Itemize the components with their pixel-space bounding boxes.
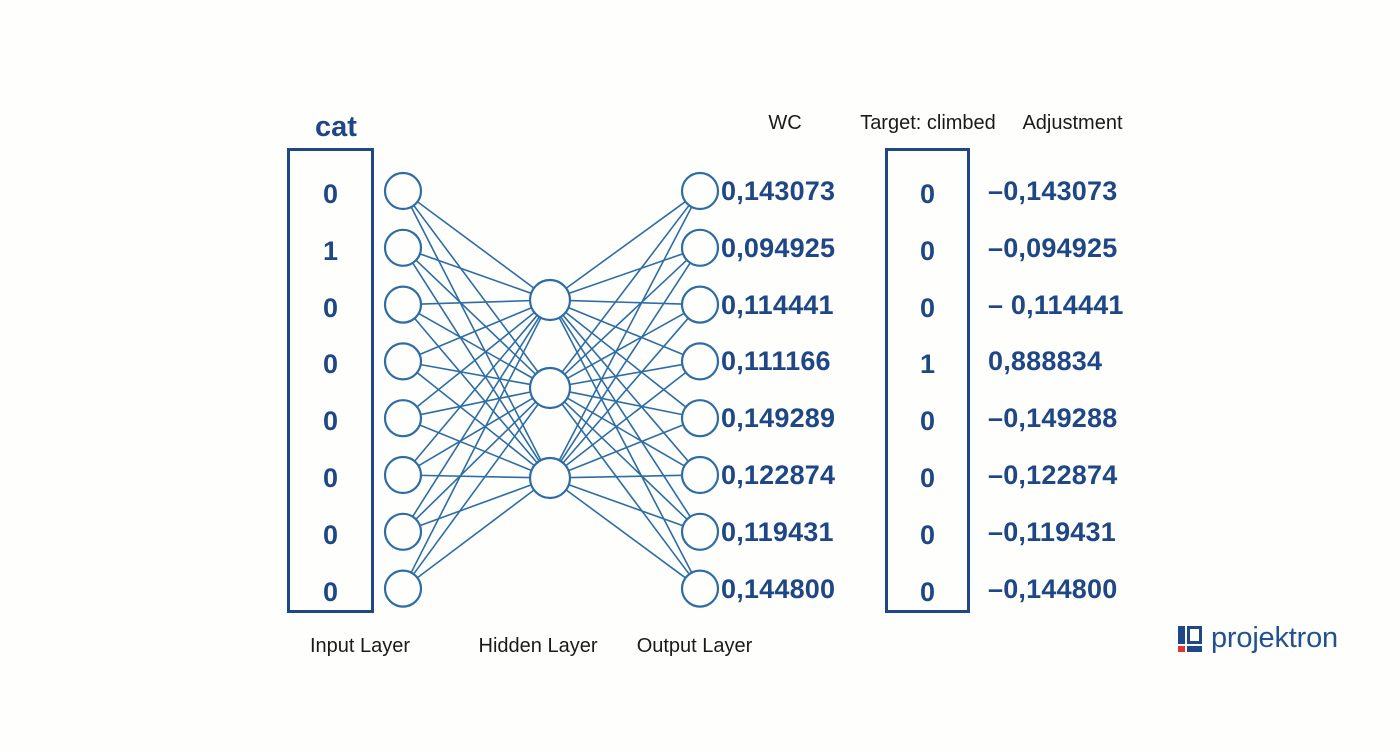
input-node (383, 285, 423, 324)
input-vector-cell: 0 (322, 179, 339, 209)
target-vector-cell: 1 (919, 349, 936, 380)
target-vector-cell: 0 (919, 235, 936, 266)
adjustment-value: – 0,114441 (988, 289, 1124, 320)
input-vector-title: cat (315, 111, 357, 143)
input-node (383, 228, 423, 267)
input-layer-nodes (383, 171, 423, 608)
adjustment-value: –0,149288 (988, 403, 1118, 434)
output-node (680, 512, 720, 551)
output-node (680, 171, 720, 211)
output-node (680, 285, 720, 324)
target-vector-cell: 0 (919, 406, 936, 437)
adjustment-value: –0,144800 (988, 573, 1118, 604)
layer-label-hidden: Hidden Layer (478, 635, 598, 657)
wc-value: 0,144800 (721, 573, 836, 604)
layer-label-output: Output Layer (636, 635, 753, 657)
hidden-node (528, 278, 572, 322)
input-node (383, 342, 423, 381)
output-node (680, 342, 720, 381)
adjustment-value: –0,122874 (988, 460, 1118, 490)
adjustment-value: –0,094925 (988, 232, 1118, 263)
edges-hidden-to-output (558, 200, 693, 579)
output-node (680, 228, 720, 267)
edges-input-to-hidden (410, 201, 542, 579)
input-vector-cell: 0 (322, 519, 339, 550)
hidden-node (528, 366, 572, 410)
adjustment-value: 0,888834 (988, 346, 1103, 377)
input-node (383, 171, 423, 211)
wc-value: 0,114441 (721, 289, 834, 320)
input-node (383, 399, 423, 438)
hidden-node (528, 456, 572, 500)
header-wc: WC (768, 112, 802, 134)
wc-value: 0,122874 (721, 460, 836, 490)
projektron-logo: projektron (1178, 624, 1338, 653)
projektron-logo-text: projektron (1211, 622, 1338, 654)
input-vector-cell: 0 (322, 349, 339, 380)
projektron-logo-icon (1178, 625, 1202, 652)
adjustment-value: –0,143073 (988, 176, 1118, 206)
target-vector-box: 0 0 0 1 0 0 0 0 (885, 148, 970, 613)
target-vector-cell: 0 (919, 576, 936, 607)
target-vector-cell: 0 (919, 179, 936, 209)
output-node (680, 455, 720, 495)
output-node (680, 399, 720, 438)
wc-value: 0,111166 (721, 346, 831, 377)
target-vector-cell: 0 (919, 292, 936, 323)
input-node (383, 455, 423, 495)
header-target: Target: climbed (860, 112, 996, 134)
input-vector-cell: 0 (322, 463, 339, 493)
output-node (680, 569, 720, 608)
wc-value: 0,143073 (721, 176, 836, 206)
adjustment-value: –0,119431 (988, 516, 1116, 547)
wc-value: 0,149289 (721, 403, 836, 434)
input-vector-cell: 0 (322, 576, 339, 607)
wc-value: 0,094925 (721, 232, 836, 263)
target-vector-cell: 0 (919, 463, 936, 493)
output-layer-nodes (680, 171, 720, 608)
layer-label-input: Input Layer (309, 635, 411, 657)
input-vector-cell: 0 (322, 406, 339, 437)
wc-value: 0,119431 (721, 516, 834, 547)
input-node (383, 569, 423, 608)
hidden-layer-nodes (528, 278, 572, 500)
input-vector-cell: 1 (322, 235, 339, 266)
target-vector-cell: 0 (919, 519, 936, 550)
input-vector-cell: 0 (322, 292, 339, 323)
input-node (383, 512, 423, 551)
header-adjustment: Adjustment (1022, 112, 1123, 134)
input-vector-box: 0 1 0 0 0 0 0 0 (287, 148, 374, 613)
